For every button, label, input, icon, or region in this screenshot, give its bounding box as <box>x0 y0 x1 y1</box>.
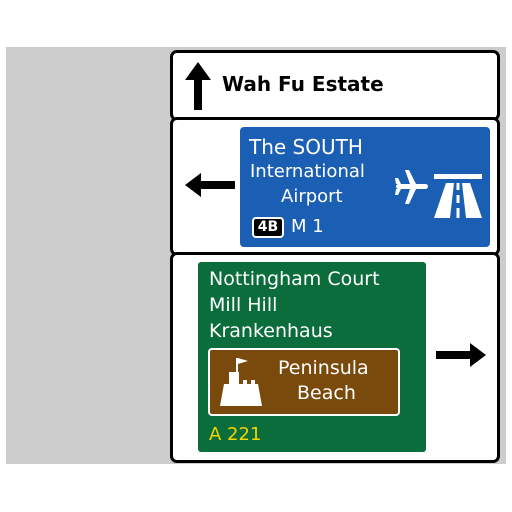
route-m1: M 1 <box>291 216 324 237</box>
destination-wah-fu-estate: Wah Fu Estate <box>222 72 384 96</box>
tourist-peninsula: Peninsula <box>278 357 369 379</box>
airplane-icon <box>395 170 428 204</box>
destination-mill-hill: Mill Hill <box>209 294 278 316</box>
arrow-up-icon <box>185 62 211 110</box>
tourist-beach: Beach <box>297 382 356 404</box>
motorway-icon <box>434 174 482 218</box>
destination-nottingham-court: Nottingham Court <box>209 268 380 290</box>
route-a221: A 221 <box>209 424 262 445</box>
destination-airport: Airport <box>281 186 343 207</box>
destination-the-south: The SOUTH <box>249 135 363 159</box>
destination-international: International <box>250 161 365 182</box>
junction-badge: 4B <box>252 217 284 238</box>
arrow-right-icon <box>436 343 486 367</box>
destination-krankenhaus: Krankenhaus <box>209 320 333 342</box>
top-panel <box>170 50 500 121</box>
arrow-left-icon <box>185 173 235 197</box>
castle-icon <box>220 358 262 406</box>
